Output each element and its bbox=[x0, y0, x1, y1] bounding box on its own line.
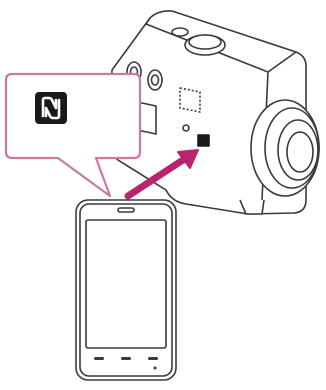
nfc-callout-bubble bbox=[6, 74, 140, 196]
nfc-n-mark-icon bbox=[35, 92, 67, 124]
smartphone-icon bbox=[76, 200, 176, 380]
